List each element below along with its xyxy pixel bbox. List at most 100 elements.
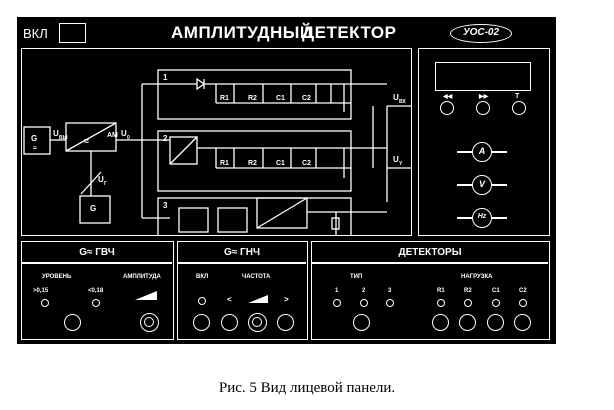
- ch1-switch-2: R2: [248, 95, 257, 102]
- load-c2-label: C2: [519, 288, 527, 294]
- load-r1-button[interactable]: [432, 314, 449, 331]
- lf-generator-box: [78, 194, 111, 224]
- type-button[interactable]: [353, 314, 370, 331]
- hf-divider: [22, 262, 172, 264]
- level-button[interactable]: [64, 314, 81, 331]
- channel-3-multiplier: [216, 206, 248, 233]
- level-high-indicator: [92, 299, 100, 307]
- load-c2-button[interactable]: [514, 314, 531, 331]
- level-low-indicator: [41, 299, 49, 307]
- ammeter-icon: A: [472, 142, 492, 162]
- type-2-indicator: [360, 299, 368, 307]
- detectors-section: ДЕТЕКТОРЫ ТИП НАГРУЗКА 1 2 3 R1 R2 C1 C2: [311, 241, 550, 340]
- type-3-indicator: [386, 299, 394, 307]
- channel-3-filter: [177, 206, 209, 233]
- voltmeter-icon: V: [472, 175, 492, 195]
- ch2-number: 2: [163, 134, 168, 143]
- hf-generator-section: G≈ ГВЧ УРОВЕНЬ АМПЛИТУДА >0,15 <0,18: [21, 241, 174, 340]
- channel-2-box: [156, 129, 352, 192]
- rewind-button[interactable]: [440, 101, 454, 115]
- load-r1-indicator: [437, 299, 445, 307]
- frequency-meter-icon: Hz: [472, 208, 492, 228]
- load-c1-button[interactable]: [487, 314, 504, 331]
- lf-generator-title: G≈ ГНЧ: [224, 247, 260, 258]
- type-3-label: 3: [388, 288, 392, 294]
- svg-text:≈: ≈: [33, 145, 37, 152]
- lcd-display: [435, 62, 531, 91]
- ch2-switch-1: R1: [220, 160, 229, 167]
- voltmeter-label: V: [478, 179, 485, 189]
- t-label: T: [515, 93, 520, 100]
- lf-on-label: ВКЛ: [196, 274, 209, 280]
- input-signal-label: U: [53, 129, 59, 138]
- front-panel: ВКЛ АМПЛИТУДНЫЙ ДЕТЕКТОР УОС-02: [17, 17, 556, 344]
- hf-generator-title: G≈ ГВЧ: [79, 247, 115, 258]
- frequency-down-button[interactable]: [221, 314, 238, 331]
- frequency-up-button[interactable]: [277, 314, 294, 331]
- u0-sub: 0: [127, 135, 130, 141]
- amplitude-label: АМПЛИТУДА: [123, 274, 161, 280]
- frequency-knob[interactable]: [248, 313, 267, 332]
- power-label: ВКЛ: [23, 26, 48, 41]
- forward-button[interactable]: [476, 101, 490, 115]
- title-detector: ДЕТЕКТОР: [302, 23, 397, 42]
- lf-generator-section: G≈ ГНЧ ВКЛ ЧАСТОТА < >: [177, 241, 308, 340]
- lf-on-button[interactable]: [193, 314, 210, 331]
- ch1-switch-4: C2: [302, 95, 311, 102]
- rewind-label: ◀◀: [443, 94, 453, 100]
- level-high-label: <0,18: [88, 288, 104, 294]
- lf-divider: [178, 262, 306, 264]
- ch2-switch-4: C2: [302, 160, 311, 167]
- model-badge: УОС-02: [450, 24, 512, 43]
- amplitude-knob[interactable]: [140, 313, 159, 332]
- ch1-switch-3: C1: [276, 95, 285, 102]
- ch1-switch-1: R1: [220, 95, 229, 102]
- load-r2-label: R2: [464, 288, 472, 294]
- schematic-block: G ≈ U ВЫ ≈ АМ U 0 U Г G 1 2 3 R1 R2 C1 C…: [21, 48, 412, 236]
- t-button[interactable]: [512, 101, 526, 115]
- type-1-label: 1: [335, 288, 339, 294]
- generator-label: G: [31, 134, 37, 143]
- load-c2-indicator: [519, 299, 527, 307]
- detectors-divider: [312, 262, 548, 264]
- type-2-label: 2: [362, 288, 366, 294]
- frequency-ramp-icon: [248, 295, 268, 303]
- display-block: ◀◀ ▶▶ T A V Hz: [418, 48, 550, 236]
- block-diagram: G ≈ U ВЫ ≈ АМ U 0 U Г G 1 2 3 R1 R2 C1 C…: [22, 68, 412, 236]
- ch1-number: 1: [163, 73, 168, 82]
- lf-on-indicator: [198, 297, 206, 305]
- output-mid-sub: Y: [399, 161, 403, 167]
- gen2-label: G: [90, 204, 96, 213]
- level-label: УРОВЕНЬ: [42, 274, 72, 280]
- level-low-label: >0,15: [33, 288, 49, 294]
- output-top-label: U: [393, 93, 399, 102]
- power-switch[interactable]: [59, 23, 86, 43]
- frequency-label: ЧАСТОТА: [242, 274, 271, 280]
- frequency-down-label: <: [227, 295, 232, 304]
- channel-3-modulator: [255, 196, 308, 229]
- load-c1-indicator: [492, 299, 500, 307]
- ch2-switch-2: R2: [248, 160, 257, 167]
- channel-3-box: [156, 196, 352, 236]
- detectors-title: ДЕТЕКТОРЫ: [398, 247, 462, 258]
- u0-label: U: [121, 129, 127, 138]
- load-label: НАГРУЗКА: [461, 274, 493, 280]
- channel-1-box: [156, 68, 352, 120]
- frequency-meter-label: Hz: [477, 213, 487, 220]
- amplitude-ramp-icon: [135, 291, 157, 300]
- forward-label: ▶▶: [479, 94, 489, 100]
- type-label: ТИП: [350, 274, 363, 280]
- title-amplitude: АМПЛИТУДНЫЙ: [171, 23, 313, 42]
- input-signal-sub: ВЫ: [59, 135, 68, 141]
- ch2-switch-3: C1: [276, 160, 285, 167]
- figure-caption: Рис. 5 Вид лицевой панели.: [218, 380, 396, 396]
- output-mid-label: U: [393, 155, 399, 164]
- channel-2-detector: [168, 135, 198, 165]
- ammeter-label: A: [478, 146, 486, 156]
- svg-text:≈: ≈: [84, 136, 89, 146]
- frequency-up-label: >: [284, 295, 289, 304]
- load-r2-button[interactable]: [459, 314, 476, 331]
- ch3-number: 3: [163, 201, 168, 210]
- load-r1-label: R1: [437, 288, 445, 294]
- control-label: U: [98, 175, 104, 184]
